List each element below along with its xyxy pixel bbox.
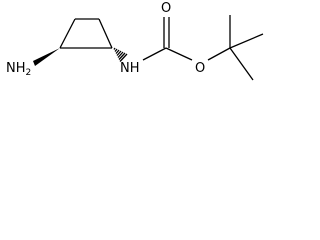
bond-ester-o-tbutyl — [207, 47, 231, 61]
carbonyl-oxygen-label: O — [161, 1, 171, 16]
ring-bond-left — [59, 18, 76, 49]
bond-n-carbonyl — [142, 47, 167, 61]
bond-carbonyl-ester-o — [165, 47, 193, 61]
ring-bond-right — [98, 18, 113, 49]
amine-label: NH2 — [6, 61, 31, 78]
ester-oxygen-label: O — [195, 61, 205, 76]
structure-diagram: NH2 NH O O — [0, 0, 275, 89]
molecule-drawing: NH2 NH O O — [6, 1, 264, 81]
hashed-bond-carbamate — [113, 47, 128, 62]
tbutyl-methyl-down — [229, 47, 254, 81]
carbamate-nh-label: NH — [120, 61, 140, 76]
tbutyl-methyl-right — [229, 33, 264, 49]
wedge-bond-amine — [33, 48, 60, 66]
